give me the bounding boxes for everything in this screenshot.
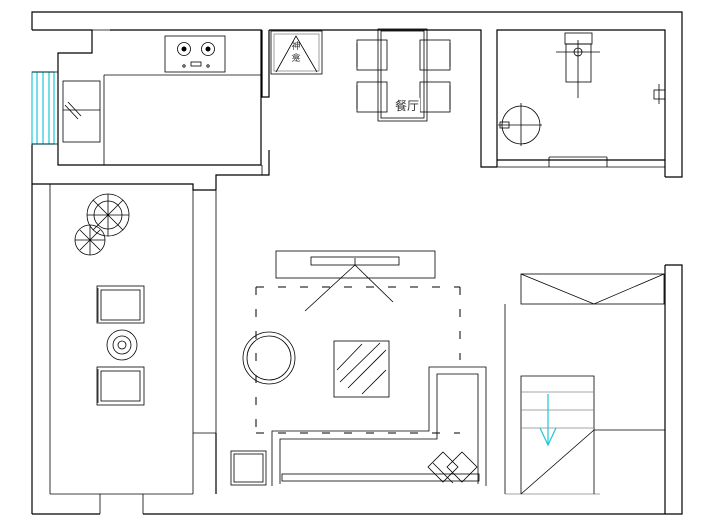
dining-chair [356, 39, 388, 71]
plant [74, 224, 106, 256]
lounge-chair [96, 366, 145, 406]
shrine-label-2: 龛 [291, 52, 300, 64]
shower-drain [498, 103, 542, 146]
dining-chair [419, 39, 451, 71]
cushion [427, 451, 478, 484]
round-stool [242, 331, 296, 385]
dining-room-label: 餐厅 [395, 98, 419, 113]
lounge-chair [96, 285, 145, 324]
living-room [230, 250, 487, 486]
shrine-label-1: 神 [291, 40, 300, 52]
down-arrow-icon [539, 394, 557, 447]
window [31, 71, 58, 145]
dining-chair [419, 81, 451, 113]
sofa [271, 366, 487, 486]
gas-stove-icon [164, 35, 226, 73]
dining-walls [215, 29, 497, 190]
coffee-table [333, 340, 390, 398]
dining-chair [356, 81, 388, 113]
shrine: 神 龛 [270, 30, 323, 75]
tv-cabinet [275, 250, 436, 312]
toilet [556, 32, 600, 98]
dining-table: 餐厅 [356, 28, 451, 122]
sink [62, 80, 101, 143]
rug-outline [255, 286, 461, 434]
side-table [106, 329, 138, 361]
outer-walls [31, 11, 683, 515]
stair [504, 265, 666, 514]
kitchen [32, 29, 262, 166]
ottoman [230, 450, 267, 486]
bathroom [496, 29, 666, 177]
balcony [31, 183, 217, 514]
plant [86, 193, 130, 237]
